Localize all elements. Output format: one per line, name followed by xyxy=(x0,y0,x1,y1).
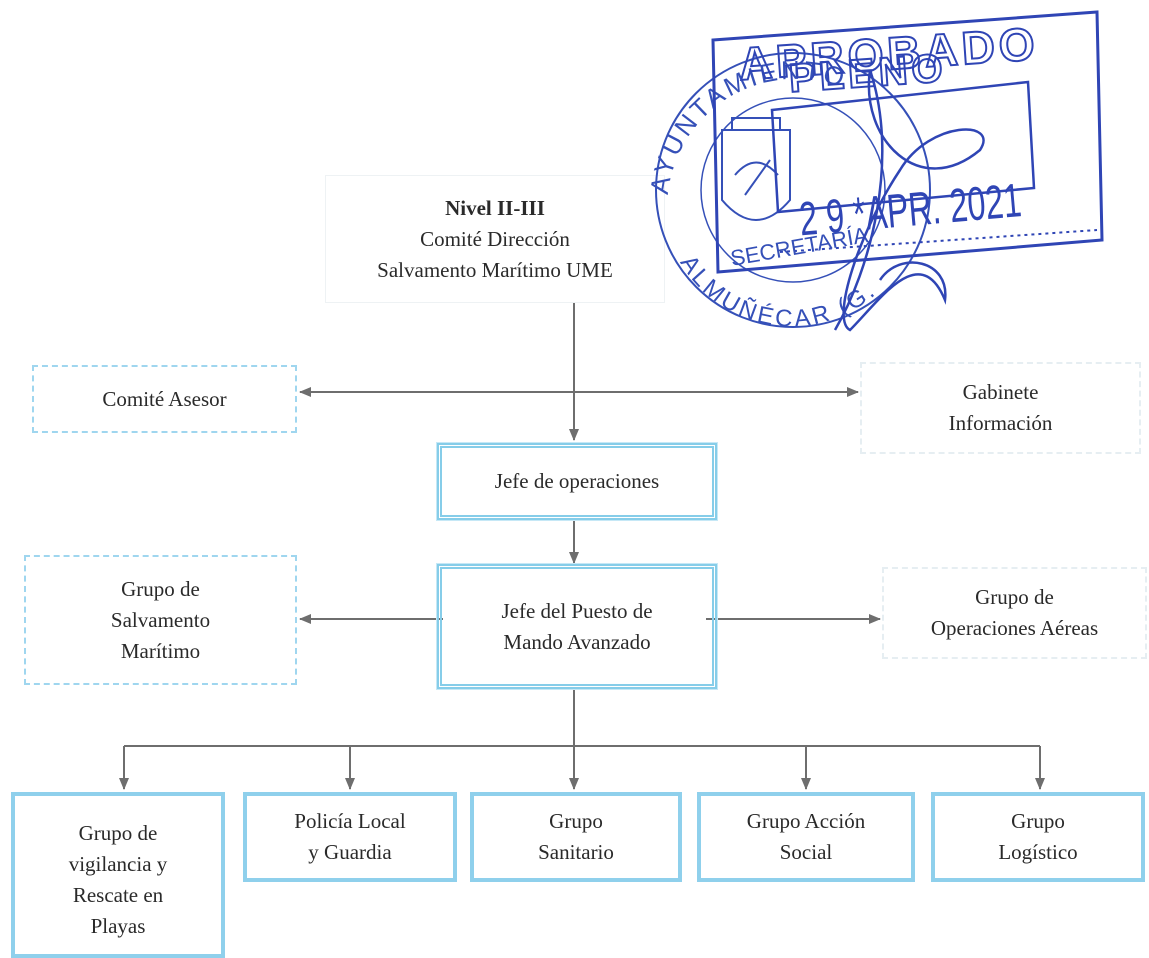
group-5-line-1: Grupo xyxy=(1011,809,1065,833)
maritime-line-1: Grupo de xyxy=(121,576,200,601)
aerial-line-2: Operaciones Aéreas xyxy=(930,616,1099,640)
group-3-line-1: Grupo xyxy=(549,809,603,833)
pma-line-2: Mando Avanzado xyxy=(503,629,651,654)
seal-circle xyxy=(655,52,931,328)
aerial-operations-box: Grupo de Operaciones Aéreas xyxy=(882,567,1147,659)
coat-of-arms-icon xyxy=(721,117,791,221)
group-4-line-1: Grupo Acción xyxy=(746,809,866,833)
group-4-line-2: Social xyxy=(779,840,833,864)
logistics-group-box: Grupo Logístico xyxy=(931,792,1145,882)
pma-line-1: Jefe del Puesto de xyxy=(501,598,653,623)
stamp-frame xyxy=(711,10,1104,274)
info-line-2: Información xyxy=(948,411,1053,435)
maritime-rescue-box: Grupo de Salvamento Marítimo xyxy=(24,555,297,685)
advisory-label: Comité Asesor xyxy=(102,386,227,411)
group-2-line-1: Policía Local xyxy=(294,809,406,833)
group-1-line-2: vigilancia y xyxy=(68,852,168,876)
information-office-box: Gabinete Información xyxy=(860,362,1141,454)
health-group-box: Grupo Sanitario xyxy=(470,792,682,882)
info-line-1: Gabinete xyxy=(962,380,1039,404)
operations-chief-box: Jefe de operaciones xyxy=(437,443,717,520)
group-1-line-1: Grupo de xyxy=(78,821,158,845)
operations-chief-label: Jefe de operaciones xyxy=(494,469,660,493)
beach-rescue-group-box: Grupo de vigilancia y Rescate en Playas xyxy=(11,792,225,958)
group-5-line-2: Logístico xyxy=(998,840,1078,864)
signature-scribble xyxy=(833,69,985,332)
level-label: Nivel II-III xyxy=(445,195,545,220)
advanced-command-post-box: Jefe del Puesto de Mando Avanzado xyxy=(437,564,717,689)
group-2-line-2: y Guardia xyxy=(308,840,392,864)
social-action-box: Grupo Acción Social xyxy=(697,792,915,882)
group-1-line-4: Playas xyxy=(90,914,146,938)
maritime-line-2: Salvamento xyxy=(110,607,211,632)
maritime-line-3: Marítimo xyxy=(120,638,201,663)
local-police-box: Policía Local y Guardia xyxy=(243,792,457,882)
group-1-line-3: Rescate en xyxy=(72,883,164,907)
unit-label: Salvamento Marítimo UME xyxy=(377,257,613,282)
advisory-committee-box: Comité Asesor xyxy=(32,365,297,433)
aerial-line-1: Grupo de xyxy=(975,585,1054,609)
committee-label: Comité Dirección xyxy=(420,226,570,251)
group-3-line-2: Sanitario xyxy=(538,840,614,864)
